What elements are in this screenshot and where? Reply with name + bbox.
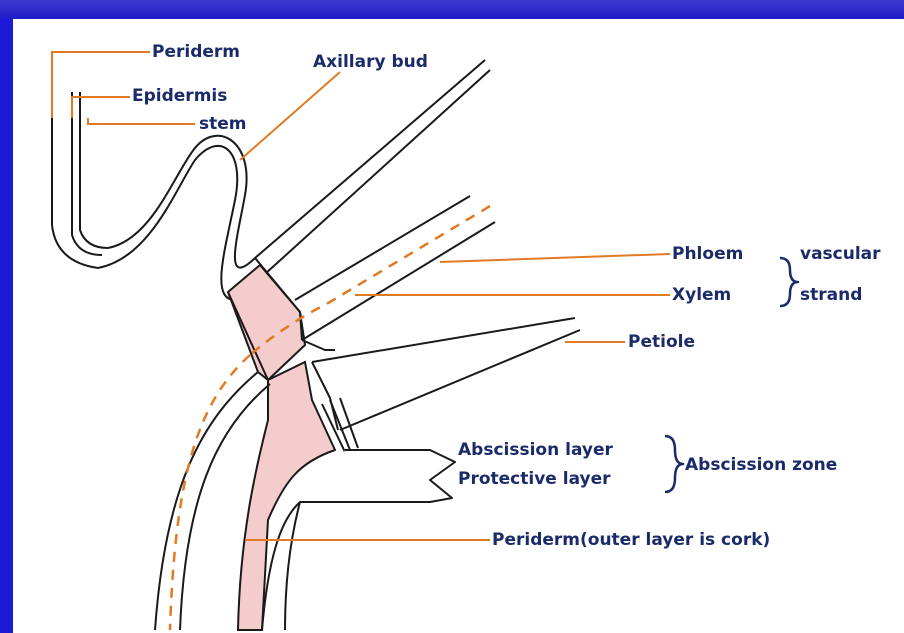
label-petiole: Petiole bbox=[628, 332, 695, 352]
axillary-bud-outer bbox=[98, 146, 237, 300]
petiole-outline bbox=[312, 318, 580, 452]
label-periderm-bottom: Periderm(outer layer is cork) bbox=[492, 530, 770, 550]
abscission-tissue-upper bbox=[228, 265, 305, 380]
label-periderm-top: Periderm bbox=[152, 42, 240, 62]
leader-stem bbox=[88, 118, 195, 124]
strand-lower-edge bbox=[302, 222, 495, 340]
label-vascular: vascular bbox=[800, 244, 881, 264]
label-abscission-zone: Abscission zone bbox=[685, 455, 837, 475]
leader-axillary-bud bbox=[240, 72, 340, 160]
shoot-upper-edge-2 bbox=[265, 70, 490, 274]
stem-inner-left-1 bbox=[72, 92, 102, 255]
petiole-upper-edge bbox=[312, 318, 575, 362]
leader-periderm-top bbox=[52, 52, 150, 118]
label-epidermis: Epidermis bbox=[132, 86, 227, 106]
stem-inner-left-2 bbox=[80, 92, 108, 248]
strand-joint-lower bbox=[302, 340, 335, 350]
label-stem: stem bbox=[199, 114, 247, 134]
label-abscission-layer: Abscission layer bbox=[458, 440, 614, 460]
petiole-lower-edge bbox=[340, 330, 580, 430]
label-xylem: Xylem bbox=[672, 285, 731, 305]
brace-vascular-strand bbox=[780, 258, 798, 306]
brace-abscission-zone bbox=[665, 436, 683, 492]
label-phloem: Phloem bbox=[672, 244, 743, 264]
label-protective-layer: Protective layer bbox=[458, 469, 611, 489]
strand-upper-edge bbox=[295, 196, 470, 300]
label-axillary-bud: Axillary bud bbox=[313, 52, 428, 72]
label-strand: strand bbox=[800, 285, 862, 305]
leader-phloem bbox=[440, 254, 670, 262]
